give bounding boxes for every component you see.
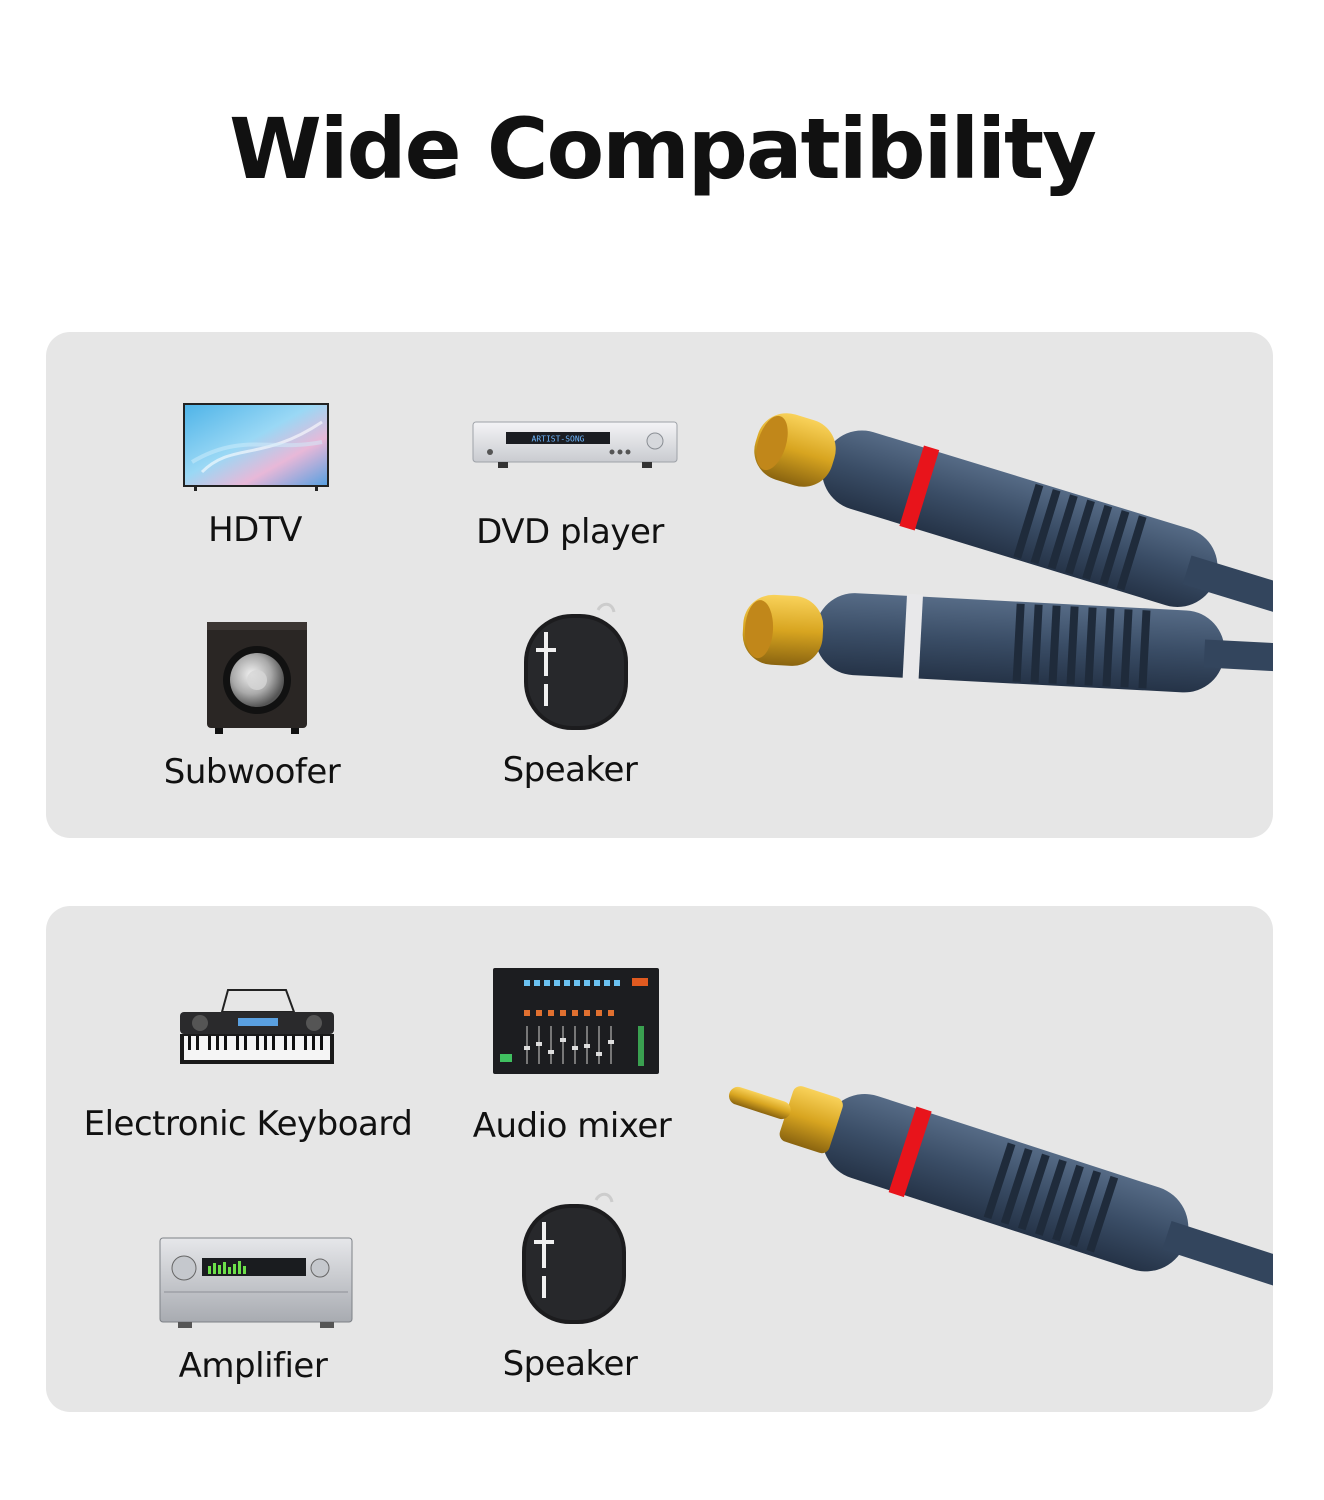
device-label: Electronic Keyboard [83,1104,413,1144]
device-label: DVD player [476,512,664,552]
device-label: HDTV [208,510,302,550]
rca-male-connector-icon [729,1086,1273,1299]
audio-mixer-icon [493,968,659,1074]
keyboard-icon [180,989,334,1064]
page-title: Wide Compatibility [229,100,1097,198]
dvd-display-text: ARTIST-SONG [532,435,585,444]
device-label: Audio mixer [472,1106,672,1146]
device-label: Subwoofer [163,752,341,792]
device-label: Speaker [502,750,638,790]
speaker-icon [522,1192,626,1324]
tv-icon [183,403,329,491]
speaker-icon [524,602,628,730]
amplifier-icon [159,1237,353,1328]
device-label: Speaker [502,1344,638,1384]
rca-female-connectors-icon [742,413,1273,693]
subwoofer-icon [207,622,307,734]
device-label: Amplifier [178,1346,328,1386]
dvd-player-icon: ARTIST-SONG [472,421,678,468]
